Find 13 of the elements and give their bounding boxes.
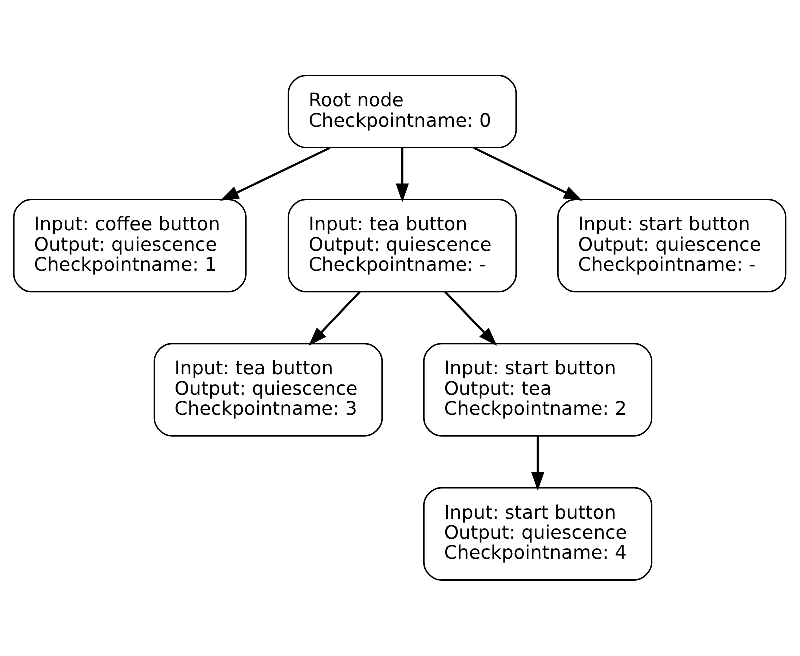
arrow: [444, 291, 498, 346]
node-box: Input: start button Output: tea Checkpointname: 2: [423, 343, 653, 437]
arrow: [220, 147, 331, 201]
arrow: [396, 148, 410, 203]
node-box: Input: start button Output: quiescence Checkpointname: 4: [423, 487, 653, 581]
node-box: Root node Checkpointname: 0: [288, 75, 518, 149]
node-box: Input: start button Output: quiescence Checkpointname: -: [557, 199, 787, 293]
arrow: [308, 291, 361, 346]
arrow: [531, 436, 545, 492]
node-box: Input: tea button Output: quiescence Checkpointname: -: [288, 199, 518, 293]
arrow: [474, 147, 583, 201]
node-box: Input: tea button Output: quiescence Checkpointname: 3: [154, 343, 384, 437]
node-box: Input: coffee button Output: quiescence Checkpointname: 1: [13, 199, 247, 293]
